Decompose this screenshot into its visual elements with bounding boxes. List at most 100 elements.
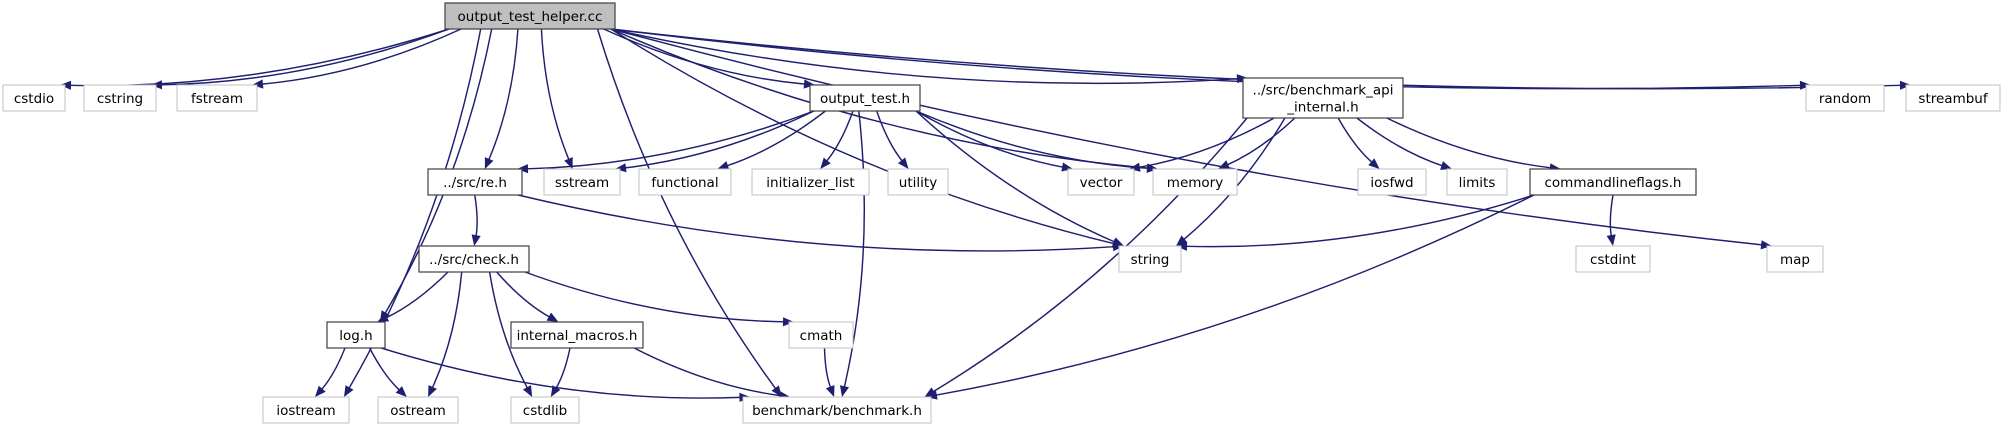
node-output-test-helper-cc[interactable]: output_test_helper.cc xyxy=(444,2,616,30)
node-box[interactable] xyxy=(887,168,949,196)
edge-output-test-h-to-utility xyxy=(876,110,903,162)
edge-output-test-helper-cc-to-memory xyxy=(610,28,1149,169)
node-string[interactable]: string xyxy=(1118,245,1182,273)
node-box[interactable] xyxy=(2,84,66,112)
node-box[interactable] xyxy=(444,2,616,30)
edge-log-h-to-benchmark-benchmark-h xyxy=(380,347,741,399)
node-label: sstream xyxy=(555,175,609,191)
node-box[interactable] xyxy=(1152,168,1238,196)
node-cmath[interactable]: cmath xyxy=(788,321,854,349)
node-box[interactable] xyxy=(176,84,258,112)
node-box[interactable] xyxy=(1529,168,1697,196)
node-internal-macros-h[interactable]: internal_macros.h xyxy=(510,321,644,349)
node-label: utility xyxy=(899,175,937,191)
node-cstring[interactable]: cstring xyxy=(83,84,157,112)
node-label: benchmark/benchmark.h xyxy=(752,403,922,419)
edge-arrowhead xyxy=(771,385,782,397)
node-vector[interactable]: vector xyxy=(1067,168,1135,196)
node-box[interactable] xyxy=(427,168,523,196)
edge-output-test-helper-cc-to-output-test-h xyxy=(603,28,806,85)
node-limits[interactable]: limits xyxy=(1446,168,1508,196)
node-label: cstdint xyxy=(1590,252,1636,268)
node-sstream[interactable]: sstream xyxy=(543,168,621,196)
node-box[interactable] xyxy=(326,321,386,349)
node-cstdio[interactable]: cstdio xyxy=(2,84,66,112)
edge-arrowhead xyxy=(1218,160,1230,169)
node-utility[interactable]: utility xyxy=(887,168,949,196)
node-label: ../src/re.h xyxy=(443,175,507,191)
node-label: streambuf xyxy=(1918,91,1988,107)
node-box[interactable] xyxy=(1805,84,1885,112)
node-box[interactable] xyxy=(788,321,854,349)
edge-output-test-helper-cc-to-random xyxy=(610,28,1802,90)
node-box[interactable] xyxy=(1446,168,1508,196)
edge-output-test-helper-cc-to-cstring xyxy=(160,28,450,86)
edge-output-test-h-to-functional xyxy=(726,110,826,167)
edge-src-benchmark-api-internal-h-to-limits xyxy=(1356,117,1443,167)
edge-output-test-h-to-string xyxy=(915,110,1116,243)
node-box[interactable] xyxy=(1118,245,1182,273)
node-box[interactable] xyxy=(510,321,644,349)
edge-output-test-h-to-vector xyxy=(915,110,1064,168)
node-ostream[interactable]: ostream xyxy=(377,396,459,424)
node-cstdlib[interactable]: cstdlib xyxy=(510,396,580,424)
node-random[interactable]: random xyxy=(1805,84,1885,112)
node-output-test-h[interactable]: output_test.h xyxy=(809,84,921,112)
node-iostream[interactable]: iostream xyxy=(262,396,350,424)
edge-src-check-h-to-ostream xyxy=(431,271,463,389)
node-memory[interactable]: memory xyxy=(1152,168,1238,196)
node-iosfwd[interactable]: iosfwd xyxy=(1357,168,1427,196)
node-cstdint[interactable]: cstdint xyxy=(1575,245,1651,273)
node-benchmark-benchmark-h[interactable]: benchmark/benchmark.h xyxy=(742,396,932,424)
node-box[interactable] xyxy=(1067,168,1135,196)
edge-output-test-helper-cc-to-map xyxy=(610,28,1763,246)
node-box[interactable] xyxy=(1575,245,1651,273)
edge-arrowhead xyxy=(315,385,326,397)
node-src-benchmark-api-internal-h[interactable]: ../src/benchmark_api_internal.h xyxy=(1242,77,1404,119)
edge-commandlineflags-h-to-benchmark-benchmark-h xyxy=(935,194,1535,396)
node-box[interactable] xyxy=(1357,168,1427,196)
node-label: ../src/check.h xyxy=(429,252,519,268)
node-box[interactable] xyxy=(638,168,732,196)
node-box[interactable] xyxy=(262,396,350,424)
node-box[interactable] xyxy=(83,84,157,112)
node-log-h[interactable]: log.h xyxy=(326,321,386,349)
edge-arrowhead xyxy=(344,385,354,397)
node-box[interactable] xyxy=(1242,77,1404,119)
edge-arrowhead xyxy=(898,157,909,169)
node-box[interactable] xyxy=(418,245,530,273)
edge-arrowhead xyxy=(825,385,835,397)
node-initializer-list[interactable]: initializer_list xyxy=(751,168,870,196)
node-box[interactable] xyxy=(510,396,580,424)
node-commandlineflags-h[interactable]: commandlineflags.h xyxy=(1529,168,1697,196)
edge-arrowhead xyxy=(377,313,390,322)
edge-src-benchmark-api-internal-h-to-memory xyxy=(1226,117,1296,166)
node-functional[interactable]: functional xyxy=(638,168,732,196)
edge-output-test-helper-cc-to-src-benchmark-api-internal-h xyxy=(610,28,1239,85)
edge-output-test-helper-cc-to-src-re-h xyxy=(488,28,519,161)
node-box[interactable] xyxy=(543,168,621,196)
node-box[interactable] xyxy=(742,396,932,424)
node-box[interactable] xyxy=(377,396,459,424)
node-label: commandlineflags.h xyxy=(1545,175,1682,191)
node-box[interactable] xyxy=(809,84,921,112)
node-box[interactable] xyxy=(1766,245,1824,273)
node-box[interactable] xyxy=(1905,84,2001,112)
node-label: _internal.h xyxy=(1286,100,1358,116)
edge-arrowhead xyxy=(1440,161,1452,170)
edge-log-h-to-iostream xyxy=(321,347,346,390)
node-map[interactable]: map xyxy=(1766,245,1824,273)
edge-commandlineflags-h-to-cstdint xyxy=(1609,194,1614,237)
edge-output-test-helper-cc-to-fstream xyxy=(261,28,462,85)
node-box[interactable] xyxy=(751,168,870,196)
edge-arrowhead xyxy=(522,385,533,397)
edge-arrowhead xyxy=(484,157,494,169)
node-src-check-h[interactable]: ../src/check.h xyxy=(418,245,530,273)
node-streambuf[interactable]: streambuf xyxy=(1905,84,2001,112)
node-label: fstream xyxy=(191,91,243,107)
edge-output-test-h-to-memory xyxy=(915,110,1149,170)
node-src-re-h[interactable]: ../src/re.h xyxy=(427,168,523,196)
node-fstream[interactable]: fstream xyxy=(176,84,258,112)
